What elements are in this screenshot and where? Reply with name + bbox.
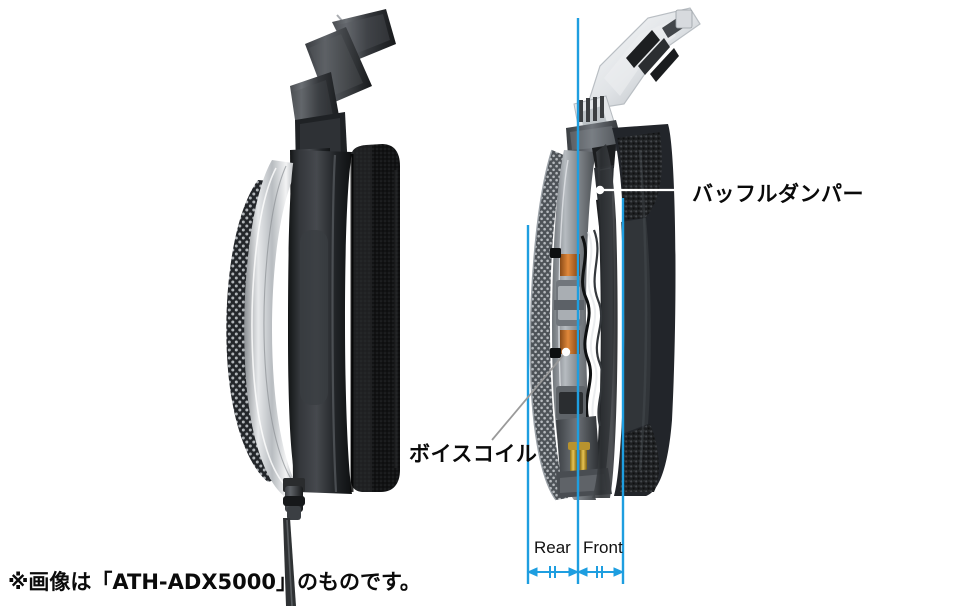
callout-label-baffle-damper: バッフルダンパー	[692, 182, 864, 206]
measure-arrows	[526, 566, 625, 578]
mesh-grille-cutaway	[529, 149, 568, 501]
callout-baffle-damper-leader	[595, 185, 686, 195]
callout-label-voice-coil: ボイスコイル	[409, 442, 538, 466]
hanger-cutaway	[573, 7, 701, 137]
figure-caption: ※画像は「ATH-ADX5000」のものです。	[8, 570, 421, 594]
measure-label-rear: Rear	[534, 538, 571, 557]
cutaway-render	[529, 7, 701, 501]
callout-voice-coil-leader	[491, 347, 571, 441]
guide-lines	[526, 18, 625, 584]
product-photo	[226, 9, 400, 607]
measure-label-front: Front	[583, 538, 623, 557]
foam-earpad-cutaway	[612, 124, 676, 496]
